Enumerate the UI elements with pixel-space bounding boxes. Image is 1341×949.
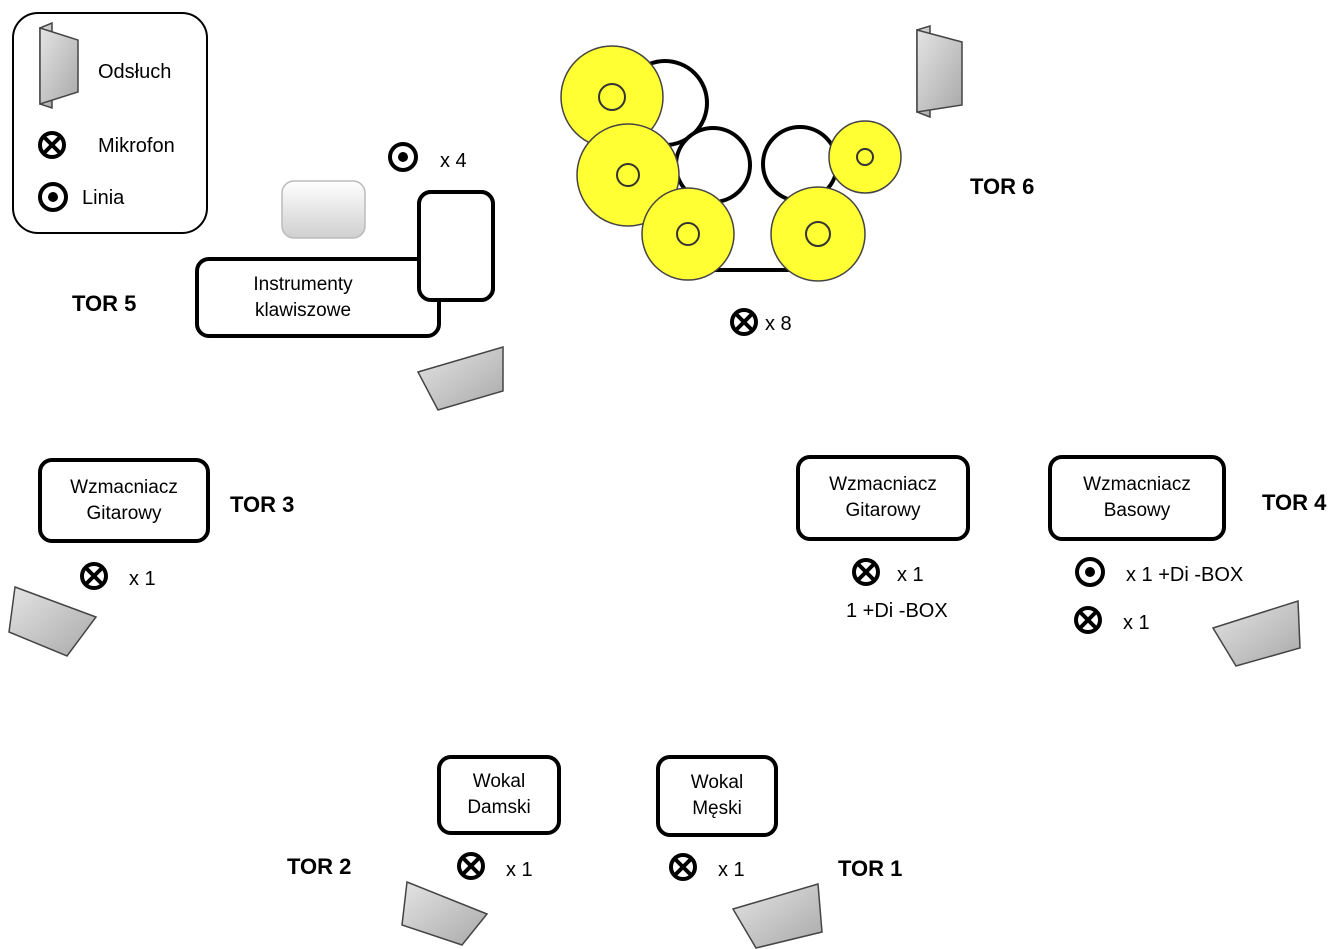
guitar-right-mic-count: x 1 [897, 564, 924, 586]
drums-mic-count: x 8 [765, 313, 792, 335]
legend-line-label: Linia [82, 187, 125, 209]
bass-line-count: x 1 +Di -BOX [1126, 564, 1244, 586]
bass-amp-box: Wzmacniacz Basowy [1048, 455, 1226, 541]
cymbals [560, 45, 902, 282]
vocal-male-monitor-icon [731, 883, 823, 949]
legend-monitor-icon-face [39, 26, 79, 106]
vocal-female-mic-count: x 1 [506, 859, 533, 881]
bass-mic-count: x 1 [1123, 612, 1150, 634]
track-label-tor1: TOR 1 [838, 856, 903, 881]
guitar-amp-right-box: Wzmacniacz Gitarowy [796, 455, 970, 541]
vocal-female-monitor-icon [401, 880, 489, 946]
track-label-tor2: TOR 2 [287, 854, 352, 879]
track-label-tor5: TOR 5 [72, 291, 137, 316]
keys-line-count: x 4 [440, 150, 467, 172]
keyboard-pad-icon [281, 180, 366, 239]
drums-monitor-face [916, 29, 963, 113]
vocal-female-box: Wokal Damski [437, 755, 561, 835]
legend [12, 12, 208, 234]
vocal-male-mic-count: x 1 [718, 859, 745, 881]
track-label-tor6: TOR 6 [970, 174, 1035, 199]
legend-microphone-label: Mikrofon [98, 135, 175, 157]
vocal-male-box: Wokal Męski [656, 755, 778, 837]
bass-monitor-icon [1211, 599, 1301, 667]
guitar-right-note: 1 +Di -BOX [846, 600, 948, 622]
legend-monitor-label: Odsłuch [98, 61, 172, 83]
guitar-amp-left-box: Wzmacniacz Gitarowy [38, 458, 210, 543]
keys-monitor-icon [416, 345, 504, 411]
keyboard-instruments-box: Instrumenty klawiszowe [195, 257, 441, 338]
track-label-tor4: TOR 4 [1262, 490, 1327, 515]
guitar-left-monitor-icon [8, 585, 98, 657]
track-label-tor3: TOR 3 [230, 492, 295, 517]
guitar-left-mic-count: x 1 [129, 568, 156, 590]
